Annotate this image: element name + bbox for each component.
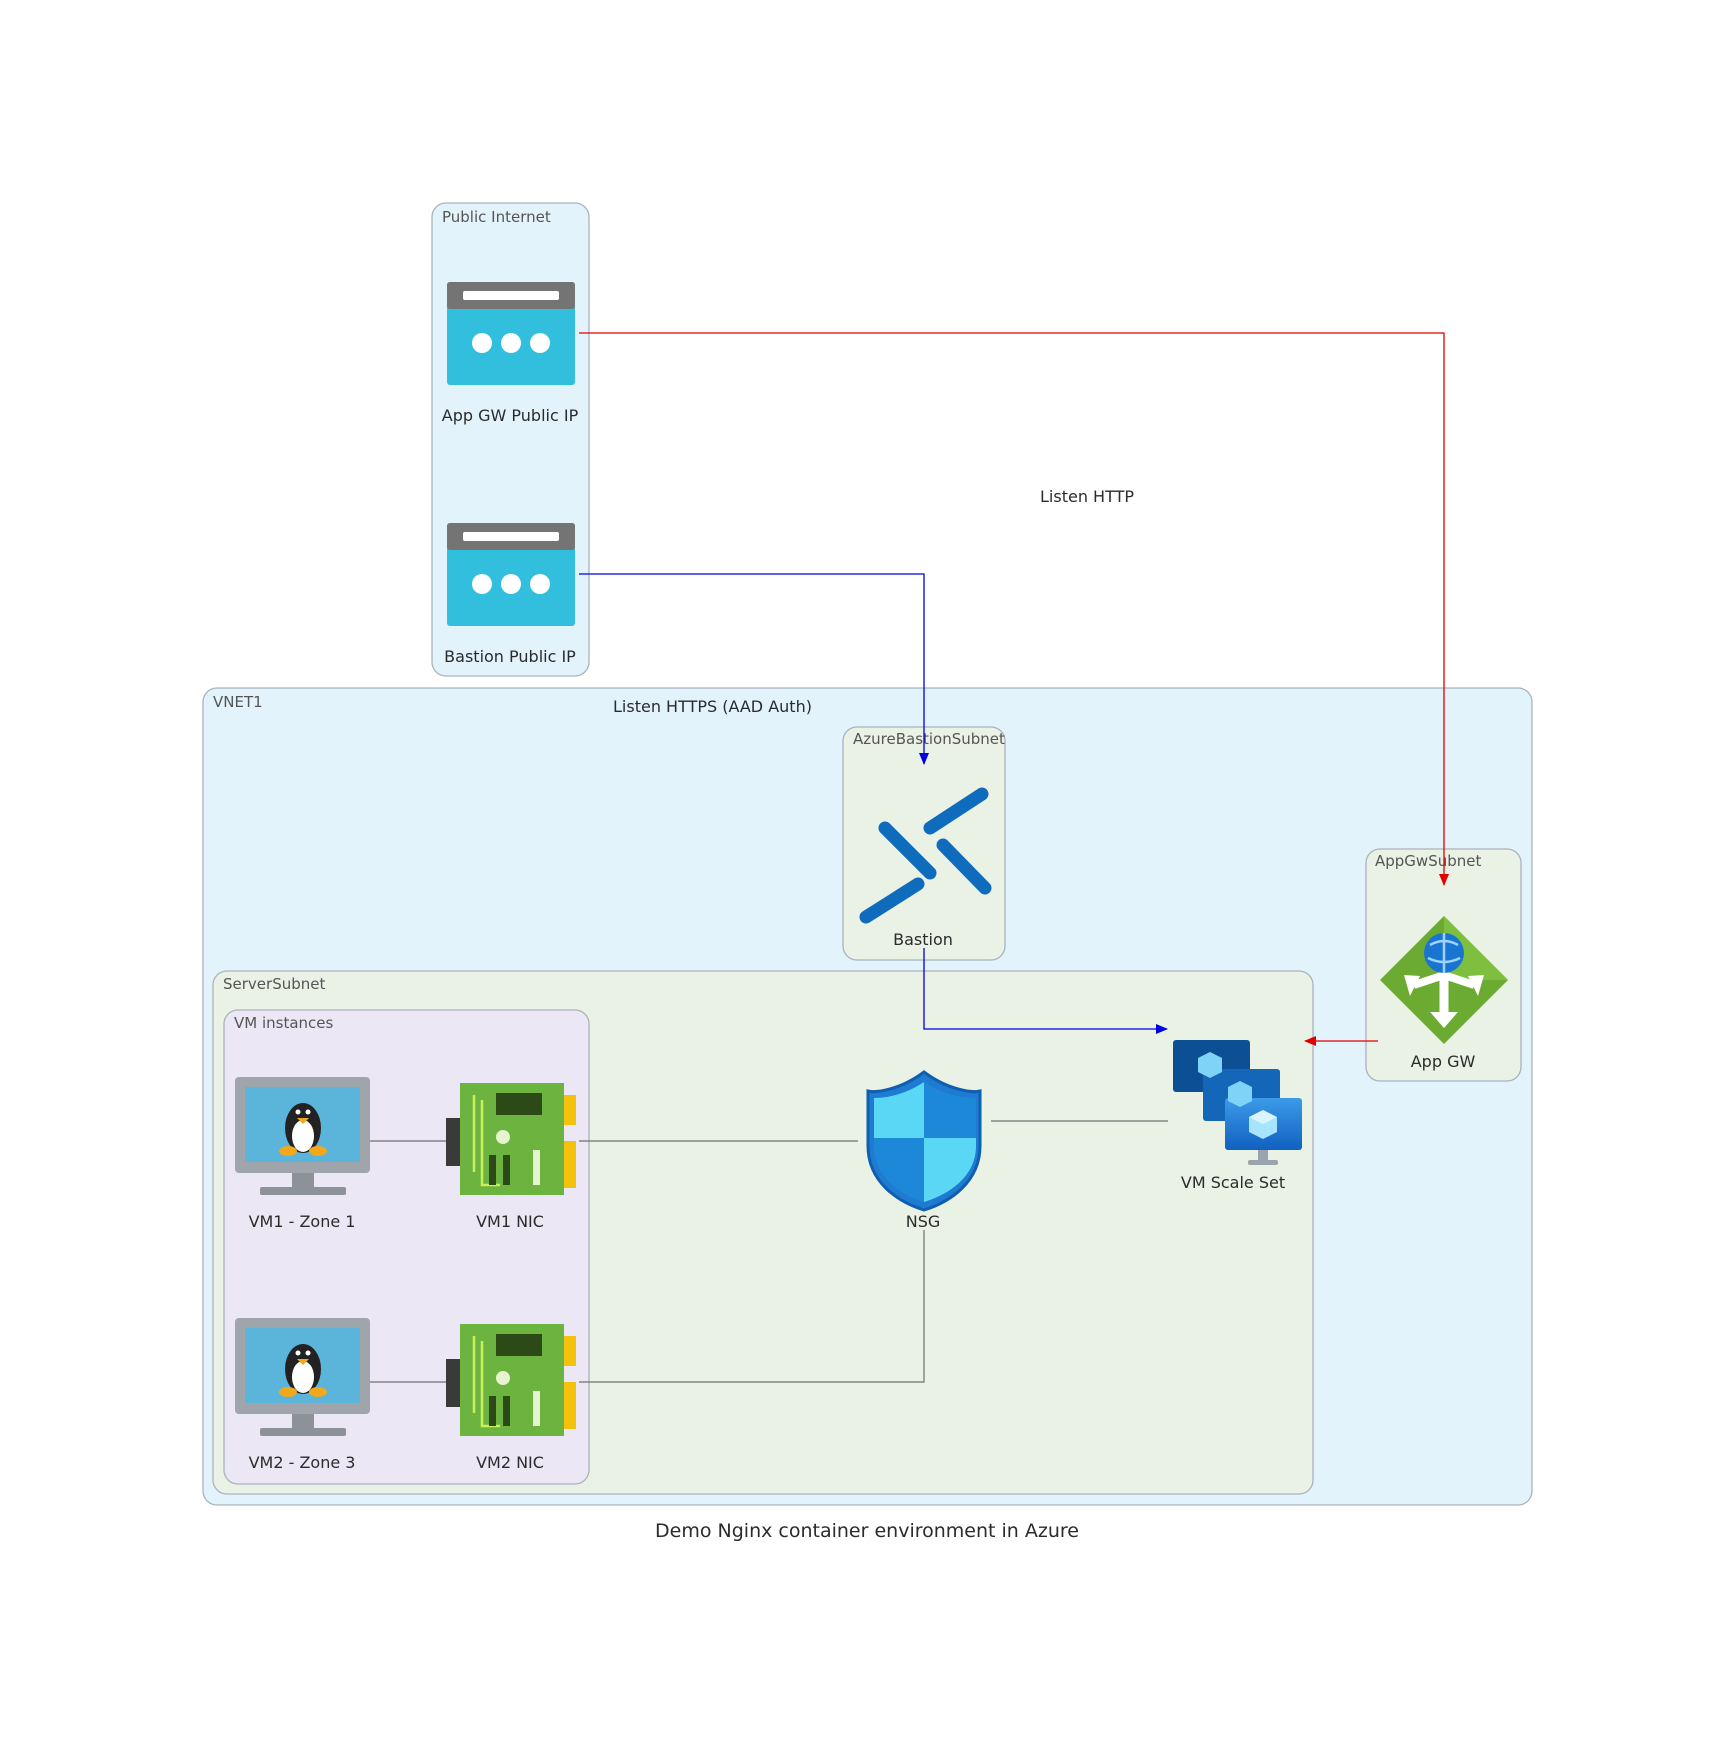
node-label-vm1-nic: VM1 NIC	[476, 1212, 544, 1231]
public-ip-icon	[447, 523, 575, 626]
cluster-label-public-internet: Public Internet	[442, 208, 551, 226]
node-label-bastion-public-ip: Bastion Public IP	[444, 647, 576, 666]
node-label-vm1: VM1 - Zone 1	[249, 1212, 356, 1231]
node-vm2-nic[interactable]: VM2 NIC	[446, 1324, 576, 1472]
cluster-label-vm-instances: VM instances	[234, 1014, 334, 1032]
cluster-label-server-subnet: ServerSubnet	[223, 975, 325, 993]
linux-vm-icon	[235, 1318, 370, 1436]
cluster-label-vnet1: VNET1	[213, 693, 263, 711]
edge-listen-https	[579, 573, 929, 765]
node-label-vm2: VM2 - Zone 3	[249, 1453, 356, 1472]
edge-bastion-to-vmss	[923, 948, 1168, 1034]
network-interface-icon	[446, 1324, 576, 1436]
node-vm2[interactable]: VM2 - Zone 3	[235, 1318, 370, 1472]
node-label-app-gw-public-ip: App GW Public IP	[442, 406, 579, 425]
edge-label-listen-http: Listen HTTP	[1040, 487, 1134, 506]
cluster-label-azure-bastion-subnet: AzureBastionSubnet	[853, 730, 1005, 748]
edge-listen-http	[579, 332, 1449, 886]
node-vm1[interactable]: VM1 - Zone 1	[235, 1077, 370, 1231]
node-vm-scale-set[interactable]: VM Scale Set	[1173, 1040, 1302, 1192]
node-label-nsg: NSG	[906, 1212, 941, 1231]
node-bastion[interactable]: Bastion	[859, 787, 992, 949]
network-interface-icon	[446, 1083, 576, 1195]
application-gateway-icon	[1380, 916, 1508, 1044]
network-security-group-icon	[866, 1070, 982, 1212]
cluster-label-app-gw-subnet: AppGwSubnet	[1375, 852, 1481, 870]
node-app-gw-public-ip[interactable]: App GW Public IP	[442, 282, 579, 425]
node-nsg[interactable]: NSG	[866, 1070, 982, 1231]
node-label-vm2-nic: VM2 NIC	[476, 1453, 544, 1472]
node-app-gw[interactable]: App GW	[1380, 916, 1508, 1071]
vm-scale-set-icon	[1173, 1040, 1302, 1165]
diagram-title: Demo Nginx container environment in Azur…	[655, 1520, 1079, 1542]
public-ip-icon	[447, 282, 575, 385]
edge-vm2nic-to-nsg	[579, 1230, 925, 1383]
bastion-icon	[859, 787, 992, 924]
node-bastion-public-ip[interactable]: Bastion Public IP	[444, 523, 576, 666]
node-label-bastion: Bastion	[893, 930, 953, 949]
edge-label-listen-https: Listen HTTPS (AAD Auth)	[613, 697, 812, 716]
node-vm1-nic[interactable]: VM1 NIC	[446, 1083, 576, 1231]
linux-vm-icon	[235, 1077, 370, 1195]
node-label-app-gw: App GW	[1411, 1052, 1476, 1071]
node-label-vm-scale-set: VM Scale Set	[1181, 1173, 1285, 1192]
